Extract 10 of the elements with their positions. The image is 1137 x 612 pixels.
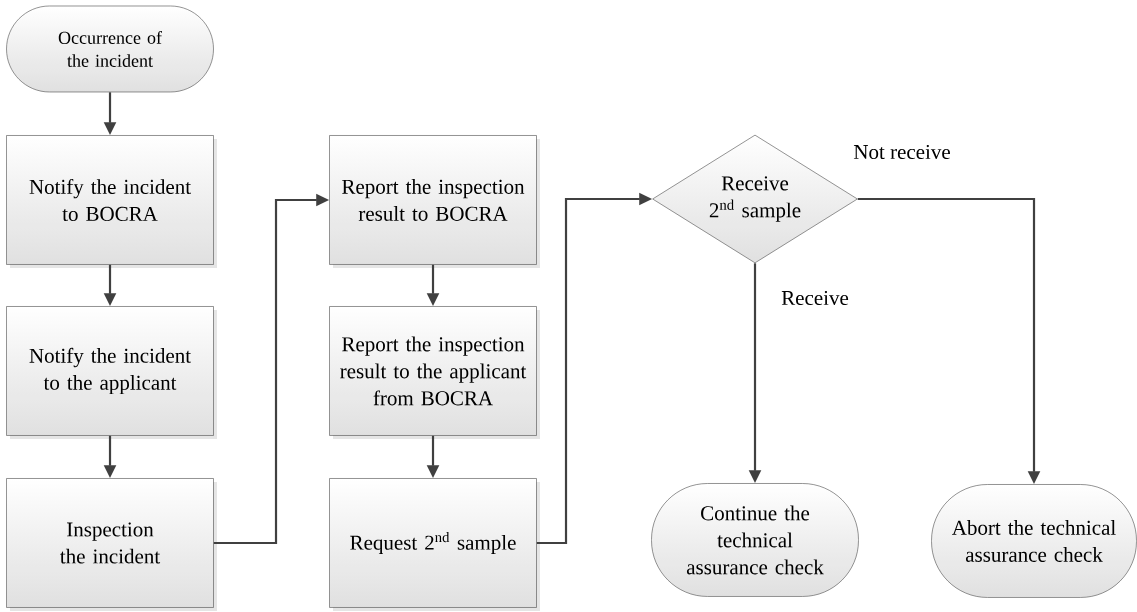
process-box: Inspection the incident [6, 478, 217, 611]
process-box: Report the inspection result to BOCRA [329, 135, 540, 268]
terminal-box: Occurrence of the incident [6, 5, 214, 93]
terminal-box: Continue the technical assurance check [651, 483, 859, 597]
terminal-box: Abort the technical assurance check [931, 484, 1137, 598]
process-box: Notify the incident to BOCRA [6, 135, 217, 268]
process-box: Report the inspection result to the applicant from BOCRA [329, 306, 540, 439]
edge-label: Receive [780, 289, 850, 307]
process-box: Notify the incident to the applicant [6, 306, 217, 439]
process-box: Request 2$^{nd}$ sample [329, 478, 540, 611]
